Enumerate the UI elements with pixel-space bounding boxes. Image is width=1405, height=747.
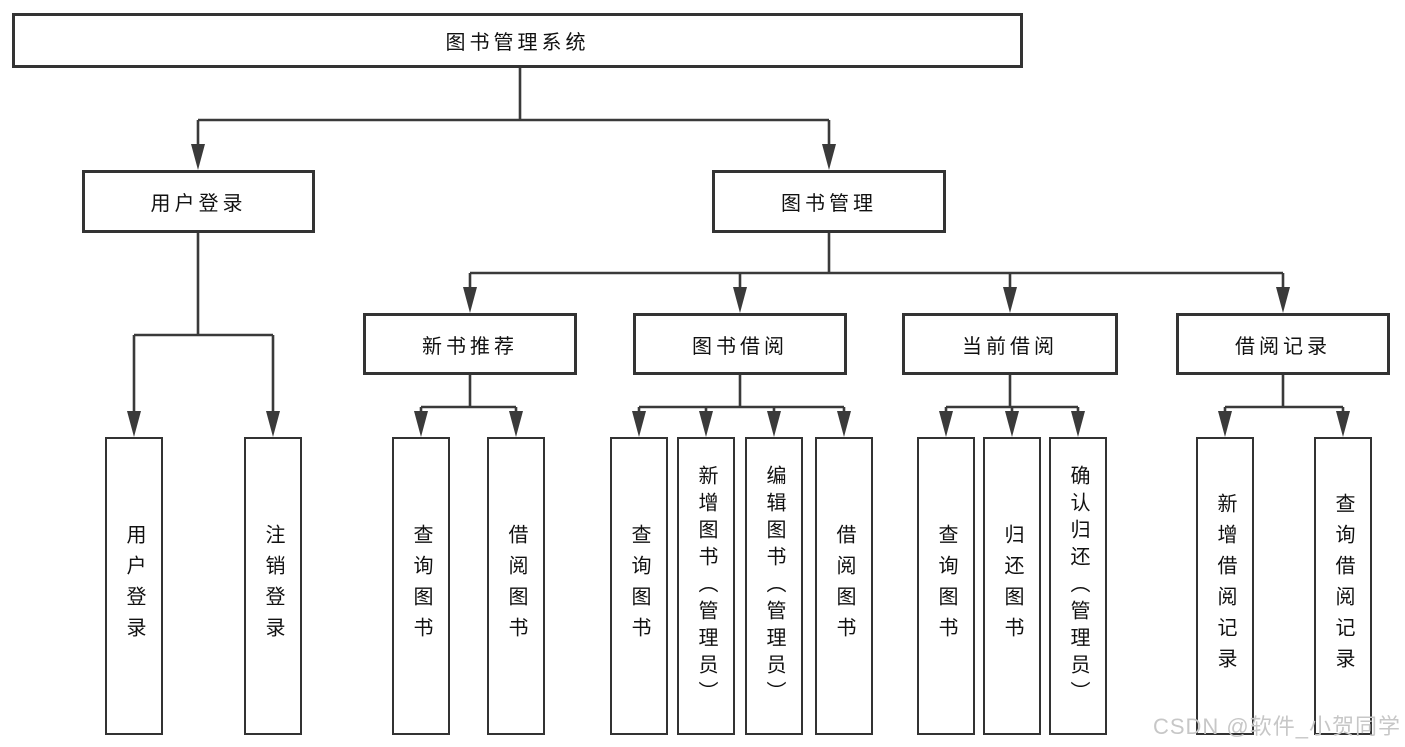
edge-root-to-level2 [191, 68, 836, 170]
node-user-login: 用户登录 [82, 170, 315, 233]
node-leaf-current-return-label: 归还图书 [1001, 524, 1023, 648]
edge-book-mgmt-children [463, 233, 1290, 313]
node-current: 当前借阅 [902, 313, 1118, 375]
node-leaf-record-add: 新增借阅记录 [1196, 437, 1254, 735]
node-leaf-current-query: 查询图书 [917, 437, 975, 735]
node-borrow: 图书借阅 [633, 313, 847, 375]
node-leaf-borrow-add: 新增图书（管理员） [677, 437, 735, 735]
node-leaf-newbook-query-label: 查询图书 [410, 524, 432, 648]
node-leaf-user-login-label: 用户登录 [123, 524, 145, 648]
node-leaf-newbook-query: 查询图书 [392, 437, 450, 735]
node-leaf-current-confirm: 确认归还（管理员） [1049, 437, 1107, 735]
node-leaf-current-query-label: 查询图书 [935, 524, 957, 648]
node-leaf-borrow-add-label: 新增图书（管理员） [695, 464, 717, 708]
node-leaf-borrow-borrow: 借阅图书 [815, 437, 873, 735]
csdn-watermark: CSDN @软件_小贺同学 [1152, 714, 1401, 739]
node-leaf-record-query-label: 查询借阅记录 [1332, 493, 1354, 679]
edge-user-login-children [127, 233, 280, 437]
node-record: 借阅记录 [1176, 313, 1390, 375]
node-leaf-newbook-borrow-label: 借阅图书 [505, 524, 527, 648]
node-current-label: 当前借阅 [962, 335, 1058, 358]
edge-borrow-children [632, 375, 851, 437]
node-leaf-newbook-borrow: 借阅图书 [487, 437, 545, 735]
node-leaf-current-confirm-label: 确认归还（管理员） [1067, 464, 1089, 708]
node-root-label: 图书管理系统 [445, 32, 590, 54]
node-leaf-borrow-query-label: 查询图书 [628, 524, 650, 648]
edge-current-children [939, 375, 1085, 437]
edge-record-children [1218, 375, 1350, 437]
node-leaf-borrow-borrow-label: 借阅图书 [833, 524, 855, 648]
node-root: 图书管理系统 [12, 13, 1023, 68]
node-new-book: 新书推荐 [363, 313, 577, 375]
node-leaf-current-return: 归还图书 [983, 437, 1041, 735]
edge-new-book-children [414, 375, 523, 437]
node-user-login-label: 用户登录 [150, 193, 247, 215]
node-leaf-record-add-label: 新增借阅记录 [1214, 493, 1236, 679]
node-leaf-logout: 注销登录 [244, 437, 302, 735]
node-book-mgmt-label: 图书管理 [781, 193, 877, 215]
node-new-book-label: 新书推荐 [422, 335, 518, 358]
node-book-mgmt: 图书管理 [712, 170, 946, 233]
node-leaf-borrow-edit-label: 编辑图书（管理员） [763, 464, 785, 708]
node-leaf-user-login: 用户登录 [105, 437, 163, 735]
node-leaf-logout-label: 注销登录 [262, 524, 284, 648]
node-leaf-record-query: 查询借阅记录 [1314, 437, 1372, 735]
node-borrow-label: 图书借阅 [692, 335, 788, 358]
node-leaf-borrow-edit: 编辑图书（管理员） [745, 437, 803, 735]
node-leaf-borrow-query: 查询图书 [610, 437, 668, 735]
node-record-label: 借阅记录 [1235, 335, 1331, 358]
